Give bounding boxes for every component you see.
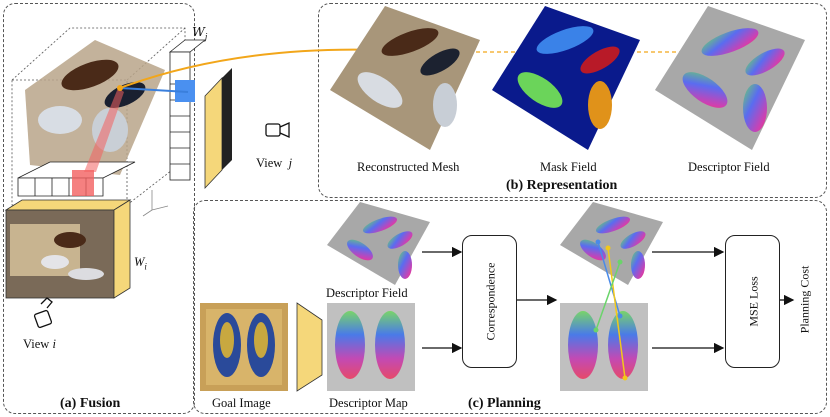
encoder-trapezoid (296, 302, 323, 392)
camera-plane-j-edge (222, 68, 232, 170)
fusion-grid-i (17, 161, 136, 197)
mask-field-image (492, 6, 640, 150)
planning-descriptor-field-matched-image (560, 202, 663, 285)
w-i-label: Wi (134, 255, 147, 272)
descriptor-map-label: Descriptor Map (329, 396, 408, 410)
planning-descriptor-field-image (327, 202, 430, 285)
view-j-label: View j (256, 156, 293, 170)
descriptor-map-image (327, 303, 415, 391)
correspondence-box: Correspondence (462, 235, 517, 368)
descriptor-map-matched-image (560, 303, 648, 391)
planning-arrows (422, 246, 795, 354)
camera-icon-j (265, 121, 290, 139)
fusion-grid-j (168, 39, 207, 181)
goal-image (200, 303, 288, 391)
representation-title: (b) Representation (506, 178, 618, 193)
w-j-label: Wj (192, 24, 208, 42)
mse-loss-label: MSE Loss (746, 276, 761, 327)
planning-cost-label: Planning Cost (797, 265, 812, 334)
axes-icon (142, 190, 169, 217)
descriptor-field-image (655, 6, 805, 150)
planning-descriptor-field-label: Descriptor Field (326, 286, 408, 300)
correspondence-lines (593, 239, 628, 381)
camera-plane-i (4, 199, 132, 299)
descriptor-field-label: Descriptor Field (688, 160, 770, 174)
link-point-fusion (117, 85, 123, 91)
view-i-label: View i (23, 337, 56, 351)
mask-field-label: Mask Field (540, 160, 597, 174)
reconstructed-mesh-image (330, 6, 480, 150)
camera-plane-j (204, 76, 223, 190)
mse-loss-box: MSE Loss (725, 235, 780, 368)
planning-title: (c) Planning (468, 396, 541, 411)
camera-icon-i (33, 297, 53, 329)
ray-red (84, 88, 124, 172)
planning-panel (193, 200, 827, 414)
reconstructed-mesh-label: Reconstructed Mesh (357, 160, 460, 174)
goal-image-label: Goal Image (212, 396, 271, 410)
ray-blue (119, 87, 189, 93)
fusion-title: (a) Fusion (60, 396, 121, 411)
representation-panel (318, 3, 827, 198)
correspondence-label: Correspondence (483, 262, 498, 341)
